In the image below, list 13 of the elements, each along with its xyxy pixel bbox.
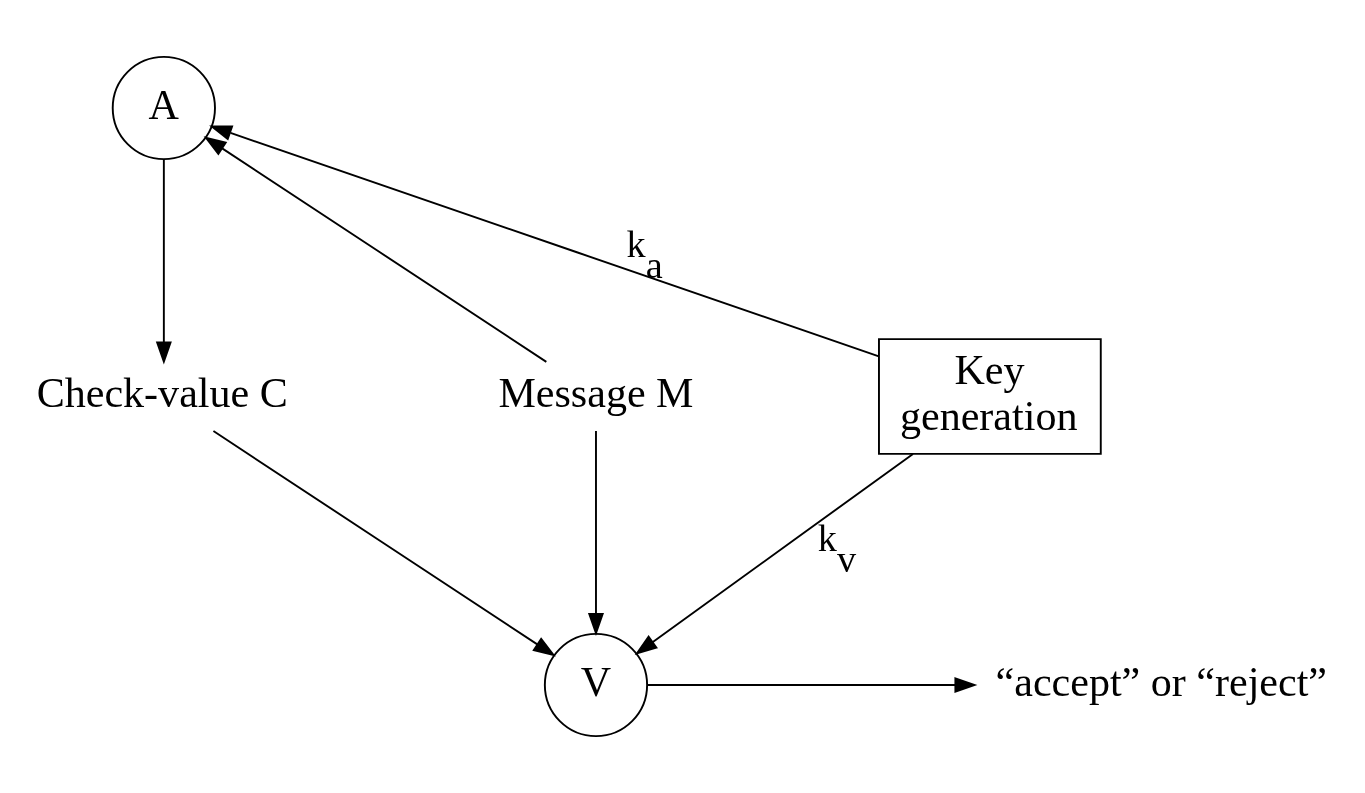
- arrow: [209, 125, 880, 358]
- arrow: [587, 430, 604, 637]
- arrow: [634, 453, 914, 656]
- arrow: [203, 136, 548, 363]
- node-circle: A: [111, 55, 216, 161]
- node-text: Check-value C: [36, 370, 288, 417]
- node-text: Message M: [498, 370, 694, 417]
- arrow: [155, 158, 172, 365]
- arrow: [212, 430, 556, 657]
- node-text: “accept” or “reject”: [995, 658, 1328, 705]
- node-circle: V: [543, 632, 649, 738]
- arrow: [646, 676, 978, 693]
- node-box: Key generation: [878, 338, 1102, 455]
